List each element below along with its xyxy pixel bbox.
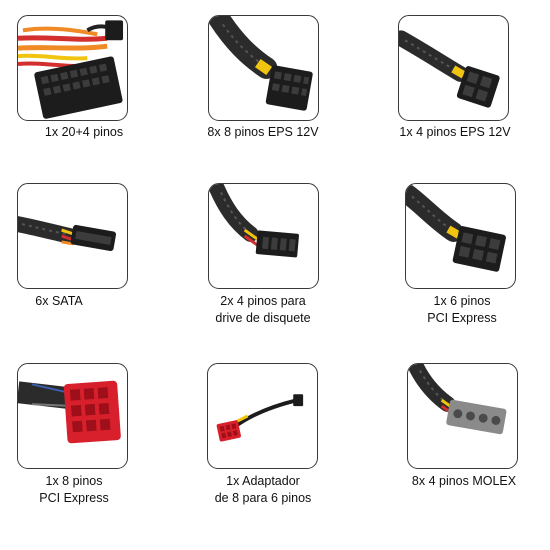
- molex-4-pin-connector-icon: [408, 364, 507, 435]
- eps-4-pin-connector-icon: [399, 30, 500, 108]
- pcie-8-pin-connector-icon: [18, 380, 121, 444]
- atx-20-4-pin-connector-icon: [18, 20, 124, 119]
- caption-line: 1x 4 pinos EPS 12V: [399, 125, 511, 139]
- caption-line: 1x 6 pinos: [433, 294, 491, 308]
- connector-caption: 1x 8 pinos PCI Express: [7, 473, 141, 507]
- connector-photo: [407, 363, 518, 469]
- caption-line: de 8 para 6 pinos: [214, 491, 312, 505]
- connector-photo: [208, 15, 319, 121]
- connector-caption: 8x 4 pinos MOLEX: [394, 473, 534, 490]
- connector-caption: 1x 4 pinos EPS 12V: [388, 124, 522, 141]
- connector-photo: [17, 183, 128, 289]
- caption-line: 1x Adaptador: [226, 474, 300, 488]
- caption-line: PCI Express: [39, 491, 109, 505]
- connector-photo: [17, 15, 128, 121]
- connector-caption: 1x 20+4 pinos: [17, 124, 151, 141]
- caption-line: 8x 4 pinos MOLEX: [411, 474, 517, 488]
- connector-photo: [405, 183, 516, 289]
- caption-line: 6x SATA: [35, 294, 83, 308]
- connector-caption: 8x 8 pinos EPS 12V: [196, 124, 330, 141]
- connector-caption: 1x 6 pinos PCI Express: [395, 293, 529, 327]
- caption-line: drive de disquete: [215, 311, 311, 325]
- eps-8-pin-connector-icon: [209, 16, 313, 111]
- floppy-4-pin-connector-icon: [209, 184, 299, 258]
- caption-line: PCI Express: [427, 311, 497, 325]
- 8-to-6-pin-adapter-icon: [216, 394, 304, 442]
- caption-line: 8x 8 pinos EPS 12V: [207, 125, 319, 139]
- caption-line: 2x 4 pinos para: [220, 294, 306, 308]
- connector-photo: [398, 15, 509, 121]
- caption-line: 1x 20+4 pinos: [44, 125, 124, 139]
- connector-caption: 6x SATA: [9, 293, 109, 310]
- pcie-6-pin-connector-icon: [406, 184, 506, 272]
- connector-photo: [17, 363, 128, 469]
- connector-photo: [207, 363, 318, 469]
- caption-line: 1x 8 pinos: [45, 474, 103, 488]
- connector-caption: 1x Adaptador de 8 para 6 pinos: [196, 473, 330, 507]
- connector-photo: [208, 183, 319, 289]
- sata-connector-icon: [18, 216, 117, 252]
- connector-caption: 2x 4 pinos para drive de disquete: [196, 293, 330, 327]
